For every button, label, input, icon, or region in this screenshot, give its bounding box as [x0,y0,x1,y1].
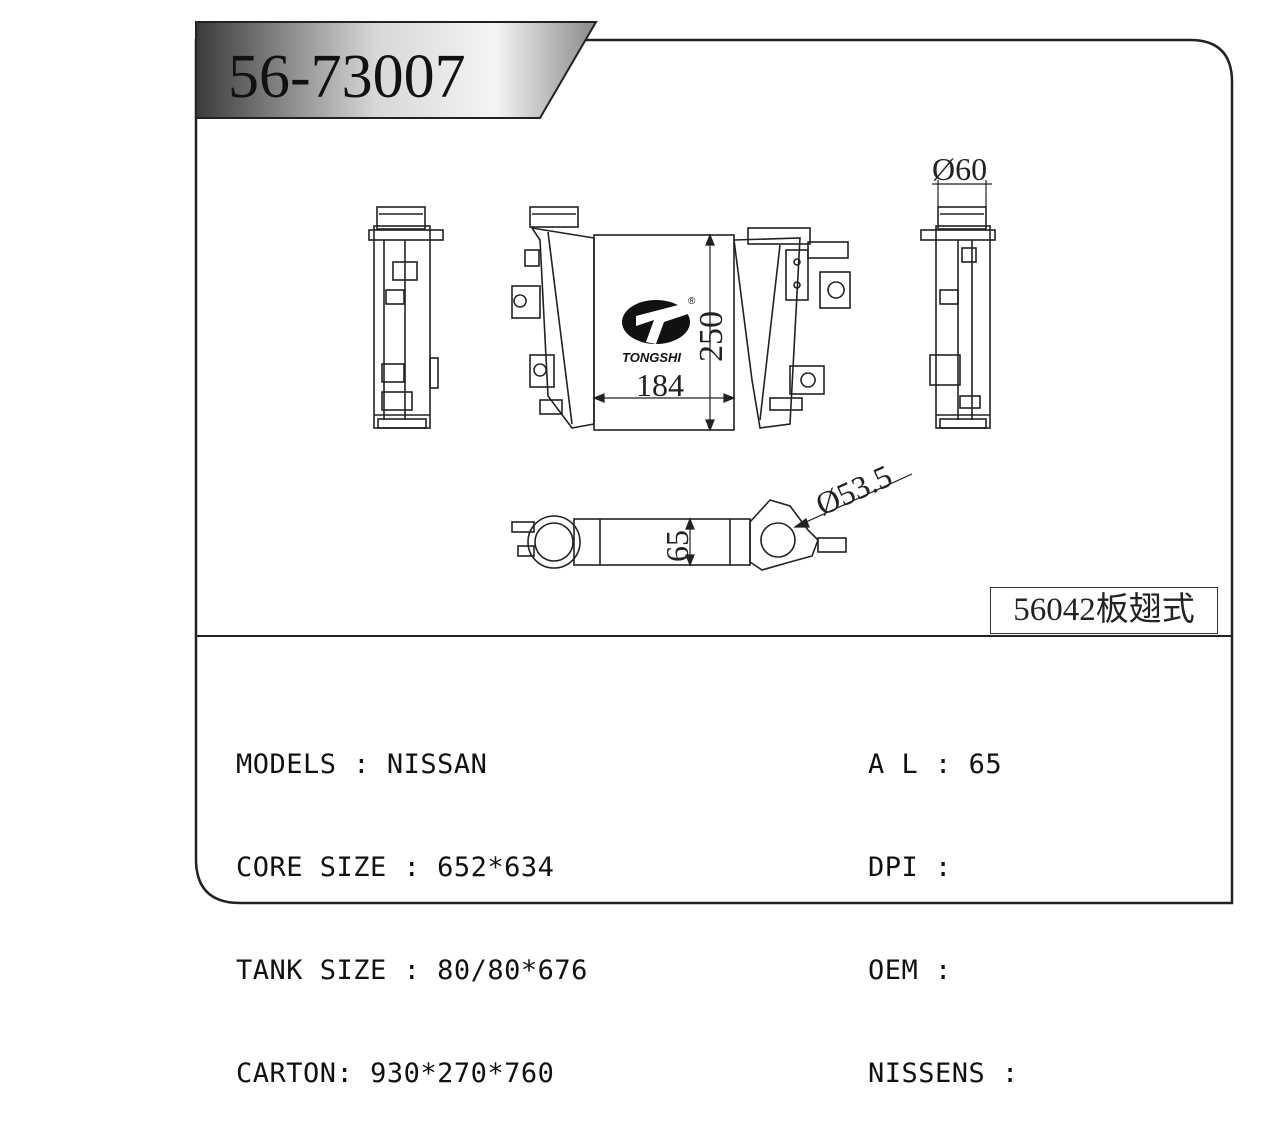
top-dimensions [685,473,913,567]
logo-text: TONGSHI [622,350,681,365]
spec-models: MODELS : NISSAN [236,749,488,780]
registered-mark: ® [688,296,696,307]
spec-al: A L : 65 [868,749,1003,780]
spec-dpi: DPI : [868,852,969,883]
core-type-note: 56042板翅式 [990,587,1218,634]
specs-left: MODELS : NISSAN CORE SIZE : 652*634 TANK… [236,682,588,1125]
pipe-diameter-dimension: Ø60 [932,151,987,187]
top-view [511,499,847,571]
spec-core-size: CORE SIZE : 652*634 [236,852,555,883]
front-dimensions [592,233,736,432]
spec-nissens: NISSENS : [868,1058,1036,1089]
width-dimension: 184 [636,367,684,403]
flange-diameter-dimension: Ø53.5 [810,457,897,522]
part-number: 56-73007 [228,43,466,111]
spec-tank-size: TANK SIZE : 80/80*676 [236,955,588,986]
spec-oem: OEM : [868,955,969,986]
right-side-view [920,206,996,429]
depth-dimension: 65 [659,530,695,562]
left-side-view [368,206,444,429]
spec-carton: CARTON: 930*270*760 [236,1058,555,1089]
drawing-frame [194,38,1234,905]
part-number-banner: 56-73007 [195,21,598,119]
front-view [511,206,851,431]
tongshi-logo: TONGSHI ® [622,296,696,365]
pipe-diameter-dimension-lines [932,180,992,207]
height-dimension: 250 [693,311,730,362]
specs-right: A L : 65 DPI : OEM : NISSENS : [868,682,1036,1125]
drawing-sheet: 56-73007 [194,21,1234,905]
